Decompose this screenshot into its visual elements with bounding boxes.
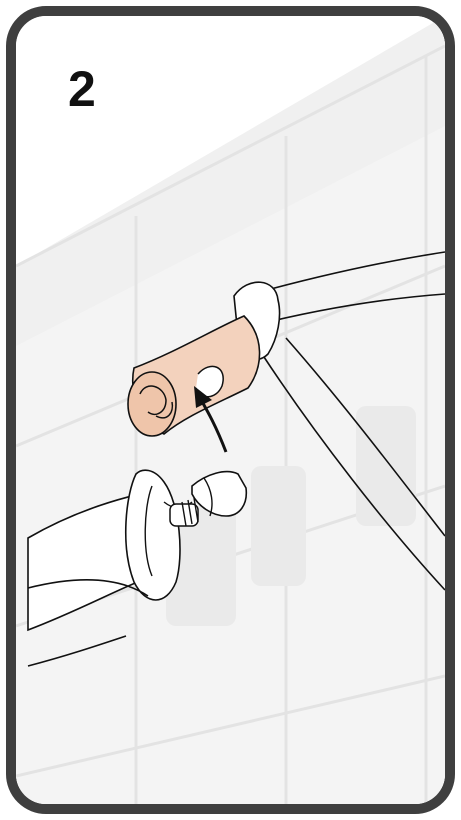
step-number: 2 bbox=[68, 64, 96, 114]
wall-tiles bbox=[16, 16, 445, 804]
step-card: 2 bbox=[6, 6, 455, 814]
step-illustration bbox=[16, 16, 445, 804]
